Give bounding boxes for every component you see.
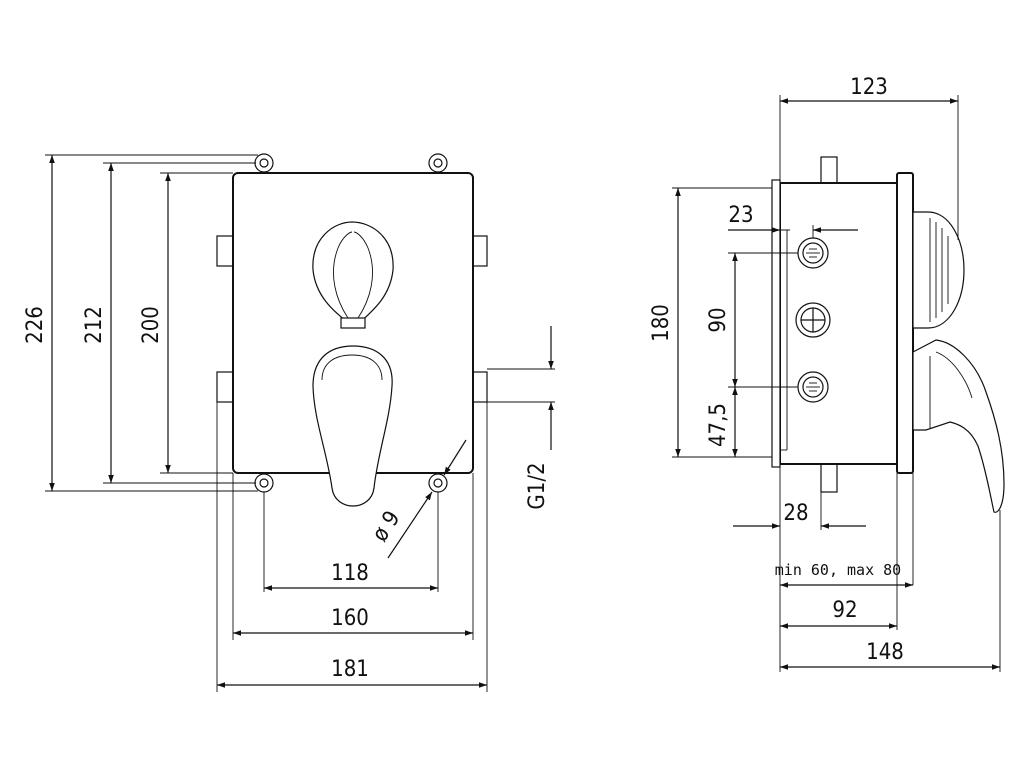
dim-install-depth: min 60, max 80 bbox=[775, 561, 901, 579]
stub-top bbox=[820, 156, 838, 184]
wall-flange bbox=[771, 179, 781, 468]
lug-bottom-right bbox=[472, 371, 488, 403]
mount-eye-bottom-left bbox=[254, 473, 274, 493]
mixer-lever bbox=[312, 345, 393, 507]
dim-thread-g12: G1/2 bbox=[525, 462, 550, 509]
front-view: 226 212 200 118 160 181 ø 9 G1/2 bbox=[23, 153, 555, 692]
dim-200: 200 bbox=[139, 306, 164, 344]
side-diverter-knob bbox=[912, 211, 965, 329]
diverter-knob bbox=[312, 221, 394, 329]
lug-top-left bbox=[216, 235, 234, 267]
dim-180: 180 bbox=[649, 304, 674, 342]
dim-212: 212 bbox=[82, 306, 107, 344]
mount-eye-bottom-right bbox=[428, 473, 448, 493]
dim-148: 148 bbox=[866, 640, 904, 665]
dim-181: 181 bbox=[331, 657, 369, 682]
port-center bbox=[795, 302, 831, 338]
dim-160: 160 bbox=[331, 606, 369, 631]
cover-plate bbox=[896, 172, 914, 474]
dim-90: 90 bbox=[706, 307, 731, 332]
lug-bottom-left bbox=[216, 371, 234, 403]
port-upper bbox=[797, 237, 829, 269]
dim-47-5: 47,5 bbox=[706, 403, 731, 447]
dim-92: 92 bbox=[832, 598, 857, 623]
dim-118: 118 bbox=[331, 561, 369, 586]
dim-23: 23 bbox=[728, 203, 753, 228]
mount-eye-top-left bbox=[254, 153, 274, 173]
port-lower bbox=[797, 371, 829, 403]
dim-28: 28 bbox=[783, 501, 808, 526]
side-lever bbox=[912, 339, 1005, 513]
stub-bottom bbox=[820, 463, 838, 493]
mount-eye-top-right bbox=[428, 153, 448, 173]
side-view: 123 23 180 90 47,5 28 min 60, max 80 92 … bbox=[649, 75, 1005, 672]
lug-top-right bbox=[472, 235, 488, 267]
dim-123: 123 bbox=[850, 75, 888, 100]
dim-226: 226 bbox=[23, 306, 48, 344]
